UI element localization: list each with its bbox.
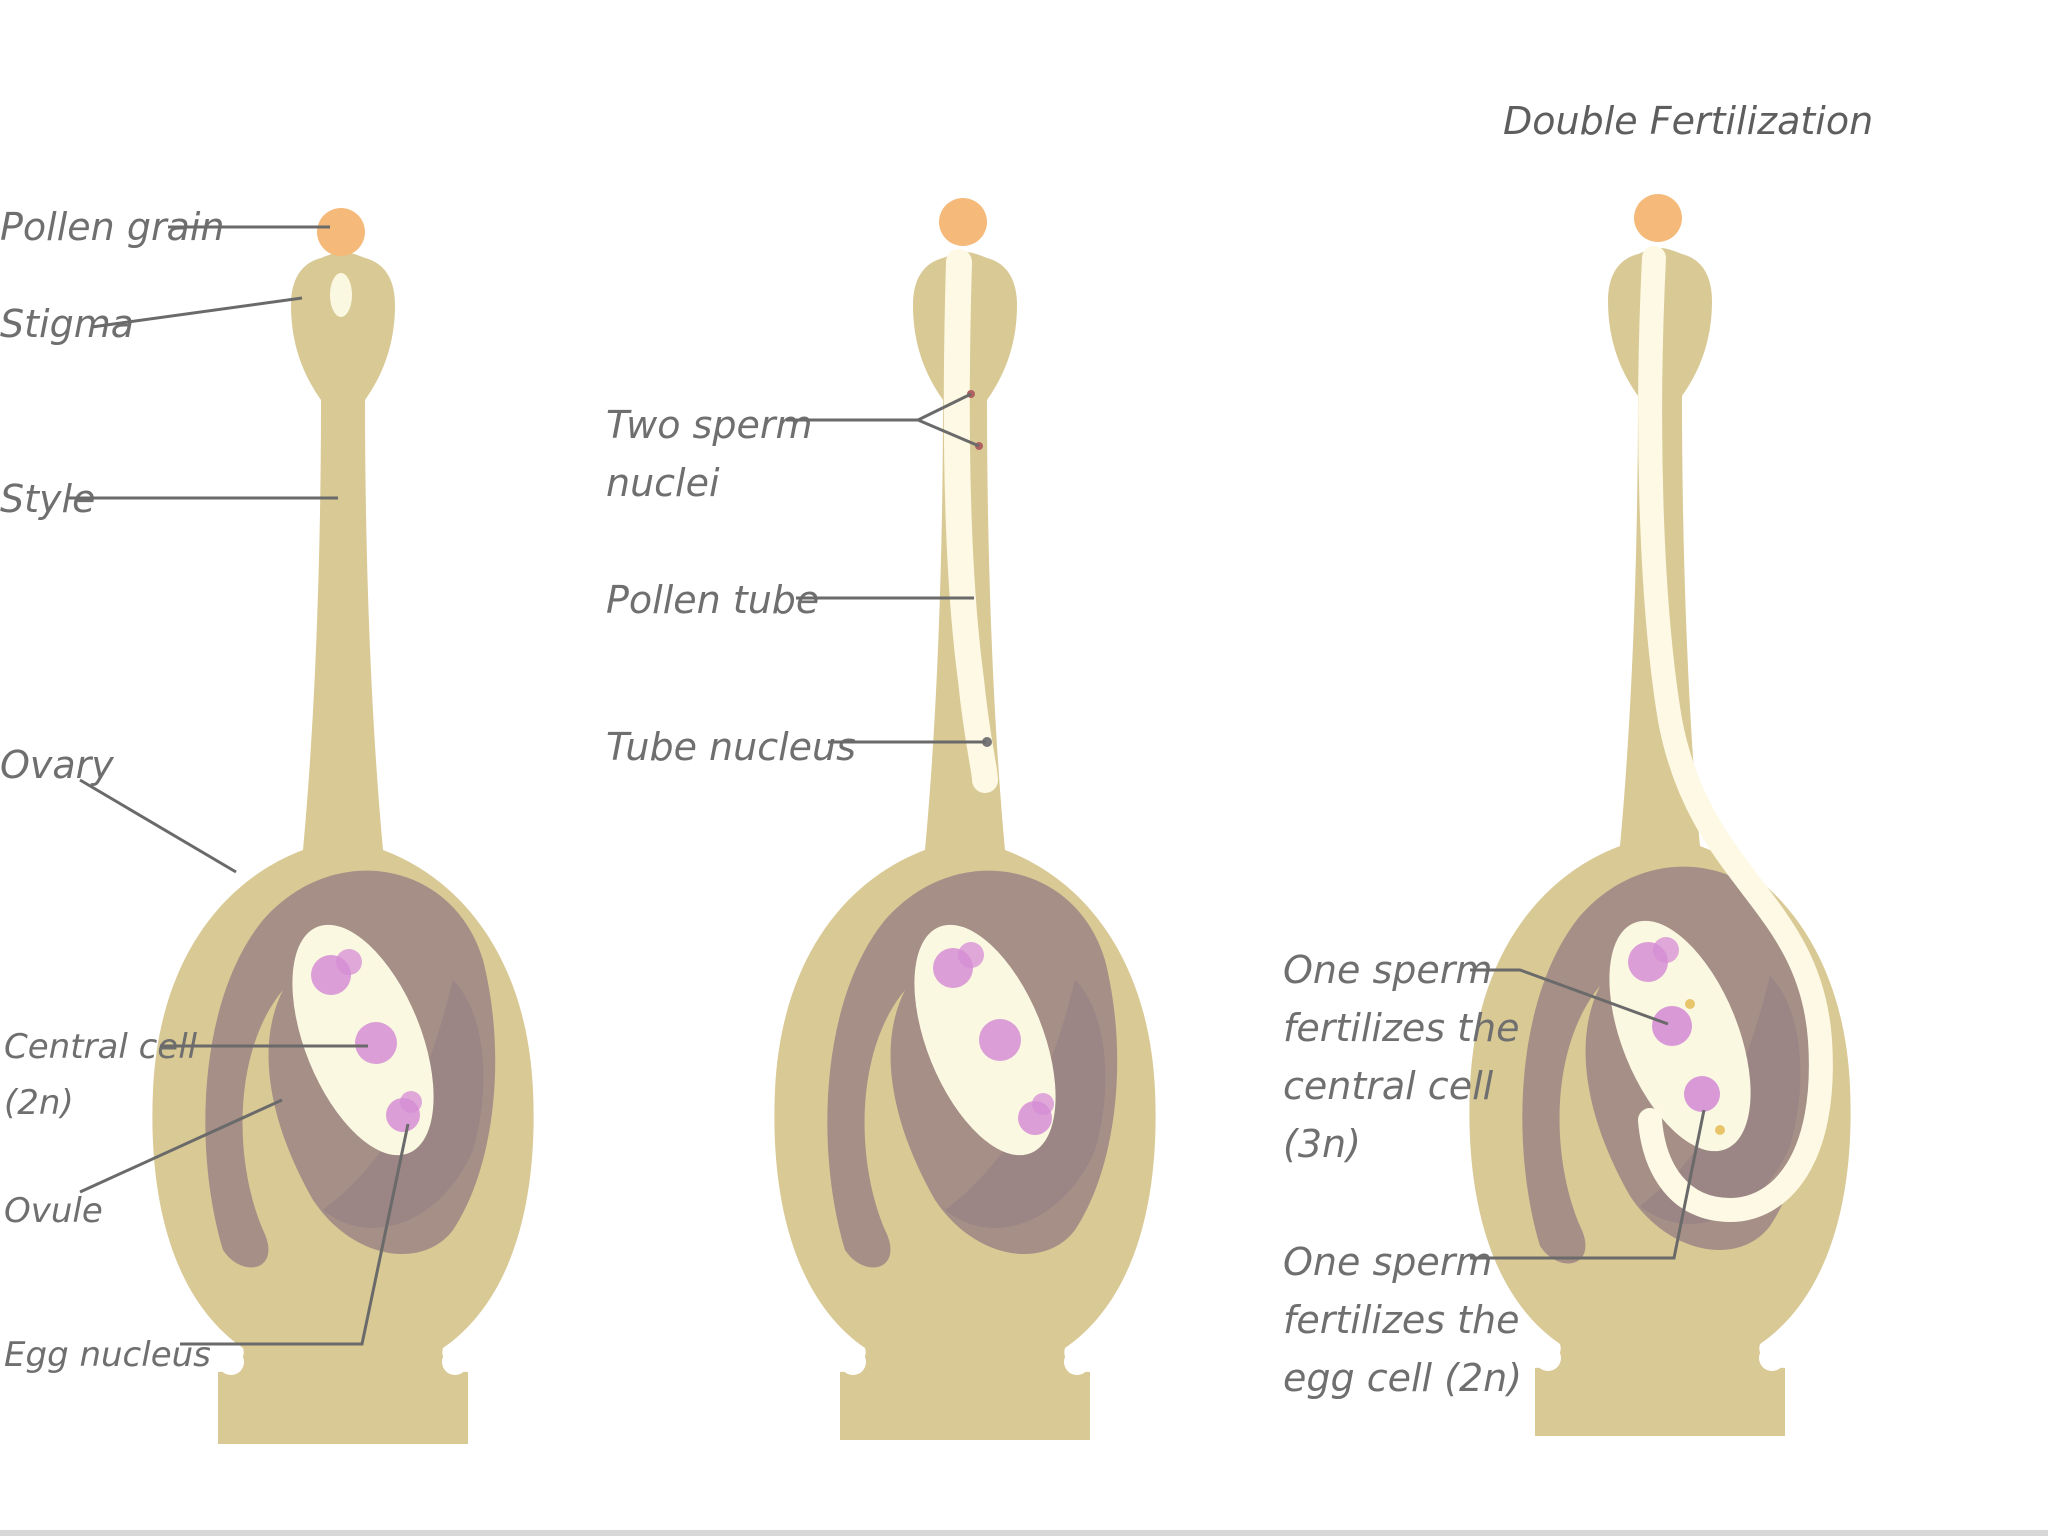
bottom-rule (0, 1530, 2048, 1536)
label-two-sperm-line2: nuclei (606, 461, 720, 505)
label-egg-fert-line3: egg cell (2n) (1283, 1356, 1522, 1400)
fertilized-central-cell (1652, 1006, 1692, 1046)
label-central-fert-line4: (3n) (1283, 1122, 1361, 1166)
label-egg-nucleus: Egg nucleus (4, 1335, 211, 1375)
receptacle-base (1535, 1368, 1785, 1436)
label-ovary: Ovary (0, 743, 114, 787)
central-cell-nucleus (355, 1022, 397, 1064)
receptacle-base (218, 1372, 468, 1444)
label-egg-fert-line1: One sperm (1283, 1240, 1492, 1284)
label-central-fert-line2: fertilizes the (1283, 1006, 1520, 1050)
pistil-panel-2 (774, 198, 1155, 1440)
pistil-panel-1 (152, 208, 533, 1444)
label-ovule: Ovule (4, 1191, 103, 1231)
label-tube-nucleus: Tube nucleus (606, 725, 856, 769)
label-central-fert-line3: central cell (1283, 1064, 1494, 1108)
pollen-grain (939, 198, 987, 246)
pistil-panel-3 (1469, 194, 1850, 1436)
central-cell-nucleus (979, 1019, 1021, 1061)
label-two-sperm-line1: Two sperm (606, 403, 812, 447)
fertilized-egg (1684, 1076, 1720, 1112)
panel-2-labels: Two sperm nuclei Pollen tube Tube nucleu… (606, 394, 986, 769)
label-central-fert-line1: One sperm (1283, 948, 1492, 992)
pollen-grain (1634, 194, 1682, 242)
label-central-cell-line2: (2n) (4, 1083, 74, 1123)
pollen-grain (317, 208, 365, 256)
label-pollen-tube: Pollen tube (606, 578, 819, 622)
receptacle-base (840, 1372, 1090, 1440)
label-egg-fert-line2: fertilizes the (1283, 1298, 1520, 1342)
diagram-title: Double Fertilization (1503, 99, 1873, 143)
stigma-opening (330, 273, 352, 317)
